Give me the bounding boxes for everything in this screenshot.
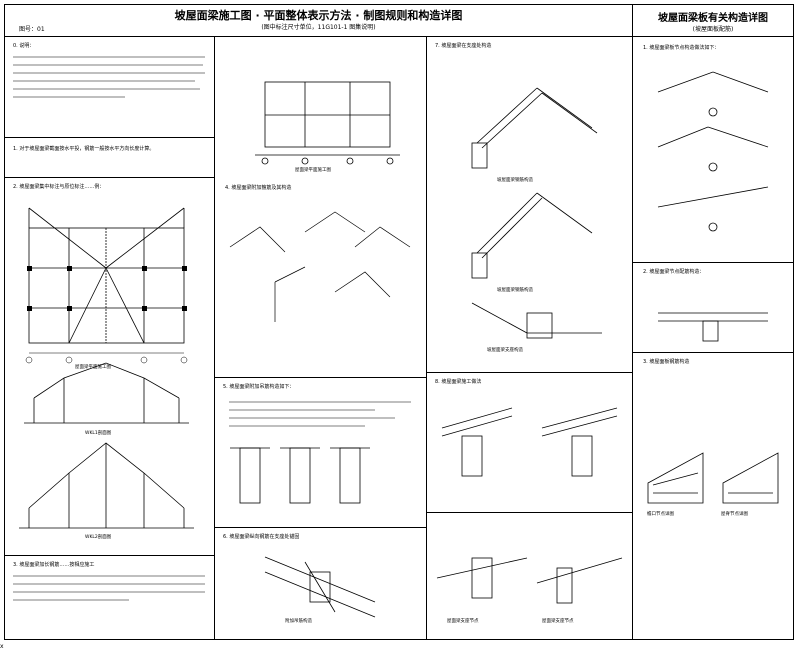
right-caption-1: 檐口节点详图 (647, 512, 674, 517)
right-cell-2: 2. 坡屋面梁节点配筋构造： (633, 262, 793, 352)
caption-elev1: WKL1剖面图 (85, 431, 112, 436)
right-title: 坡屋面梁板有关构造详图 (658, 13, 768, 24)
support-details (441, 407, 618, 477)
hanger-detail (264, 556, 376, 618)
caption-elev2: WKL2剖面图 (85, 535, 112, 540)
right-details-3 (647, 452, 779, 504)
right-details-1 (657, 71, 769, 232)
column-3: 7. 坡屋面梁在支座处构造 坡屋面梁钢筋构造 坡屋面梁钢筋构造 坡屋面梁支座构造… (427, 37, 633, 639)
right-caption-2: 屋脊节点详图 (721, 512, 748, 517)
note-0-lines (13, 56, 205, 98)
caption-detail-b: 坡屋面梁钢筋构造 (497, 288, 533, 293)
right-title-bar: 坡屋面梁板有关构造详图 (坡屋面板配筋) (633, 5, 793, 37)
joint-details (436, 557, 623, 604)
column-1: 0. 说明： 1. 对于坡屋面梁截面按水平投，钢筋一般按水平方向长度计算。 2.… (5, 37, 215, 639)
caption-plan: 屋面梁平面施工图 (75, 365, 111, 370)
right-cell-3: 3. 坡屋面板钢筋构造 檐口节点详图 屋脊节点详图 (633, 352, 793, 641)
right-note-1: 1. 坡屋面梁板节点构造做法如下： (643, 45, 720, 51)
column-2-drawings (229, 81, 411, 322)
drawing-subtitle: (图中标注尺寸单位，11G101-1 图集说明) (261, 24, 376, 31)
column-3-drawings (471, 87, 602, 339)
note-6: 6. 坡屋面梁纵向钢筋在支座处锚固 (223, 534, 300, 540)
drawing-title: 坡屋面梁施工图 · 平面整体表示方法 · 制图规则和构造详图 (174, 9, 463, 22)
caption-detail-d: 附加吊筋构造 (285, 619, 312, 624)
column-2: 屋面梁平面施工图 4. 坡屋面梁附加箍筋及其构造 5. 坡屋面梁附加吊筋构造如下… (215, 37, 427, 639)
note-3-lines (13, 575, 205, 601)
caption-detail-a: 坡屋面梁钢筋构造 (497, 178, 533, 183)
right-note-3: 3. 坡屋面板钢筋构造 (643, 359, 690, 365)
right-panel: 1. 坡屋面梁板节点构造做法如下： 2. 坡屋面梁节点配筋构造： 3. 坡屋面板… (633, 37, 793, 639)
plan-and-elevations (19, 207, 194, 529)
corner-mark: x (0, 643, 4, 650)
note-3-cell: 3. 坡屋面梁加长钢筋……按相应施工 (5, 555, 214, 641)
note-1: 1. 对于坡屋面梁截面按水平投，钢筋一般按水平方向长度计算。 (13, 146, 155, 152)
note-2-cell: 2. 坡屋面梁集中标注与原位标注……例： (5, 177, 214, 557)
note-9-cell: 屋面梁支座节点 屋面梁支座节点 (427, 512, 632, 641)
caption-detail-c: 坡屋面梁支座构造 (487, 348, 523, 353)
note-0: 0. 说明： (13, 43, 35, 49)
note-8: 8. 坡屋面梁施工做法 (435, 379, 482, 385)
sheet-number: 图号：01 (19, 26, 45, 33)
title-bar: 坡屋面梁施工图 · 平面整体表示方法 · 制图规则和构造详图 (图中标注尺寸单位… (5, 5, 633, 37)
note-5-cell: 5. 坡屋面梁附加吊筋构造如下： (215, 377, 426, 527)
note-1-cell: 1. 对于坡屋面梁截面按水平投，钢筋一般按水平方向长度计算。 (5, 137, 214, 177)
note-4: 4. 坡屋面梁附加箍筋及其构造 (225, 185, 292, 191)
note-7: 7. 坡屋面梁在支座处构造 (435, 43, 492, 49)
note-8-cell: 8. 坡屋面梁施工做法 (427, 372, 632, 512)
right-note-2: 2. 坡屋面梁节点配筋构造： (643, 269, 705, 275)
note-2: 2. 坡屋面梁集中标注与原位标注……例： (13, 184, 105, 190)
caption-detail-f: 屋面梁支座节点 (542, 619, 574, 624)
caption-detail-e: 屋面梁支座节点 (447, 619, 479, 624)
note-6-cell: 6. 坡屋面梁纵向钢筋在支座处锚固 附加吊筋构造 (215, 527, 426, 641)
stirrup-details (229, 401, 411, 504)
right-details-2 (658, 312, 768, 342)
caption-plan2: 屋面梁平面施工图 (295, 168, 331, 173)
right-subtitle: (坡屋面板配筋) (692, 26, 734, 33)
note-3: 3. 坡屋面梁加长钢筋……按相应施工 (13, 562, 95, 568)
drawing-sheet: 坡屋面梁施工图 · 平面整体表示方法 · 制图规则和构造详图 (图中标注尺寸单位… (4, 4, 794, 640)
note-5: 5. 坡屋面梁附加吊筋构造如下： (223, 384, 295, 390)
